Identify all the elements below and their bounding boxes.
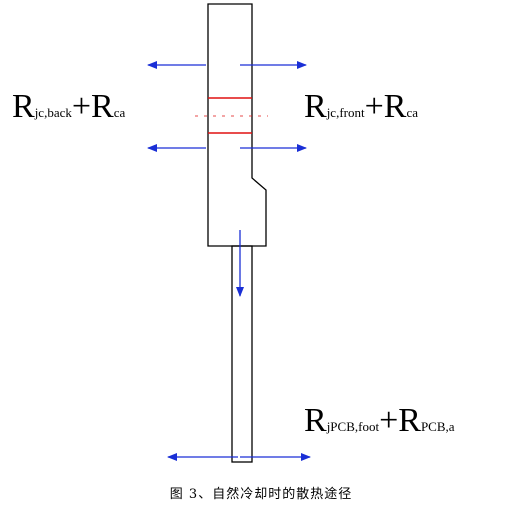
front-sub1: jc,front	[326, 105, 365, 120]
figure-caption: 图 3、自然冷却时的散热途径	[169, 487, 353, 502]
front-path-label: Rjc,front+Rca	[304, 90, 418, 124]
foot-r1: R	[304, 402, 327, 439]
back-path-label: Rjc,back+Rca	[12, 90, 125, 124]
front-r2: R	[383, 88, 407, 125]
front-sub2: ca	[406, 105, 419, 120]
component-lead	[231, 245, 253, 463]
component-body	[207, 3, 267, 247]
back-r1: R	[12, 88, 35, 125]
back-plus: +	[71, 88, 92, 125]
back-r2: R	[91, 88, 114, 125]
back-sub1: jc,back	[34, 105, 72, 120]
back-sub2: ca	[113, 105, 126, 120]
foot-sub2: PCB,a	[420, 419, 455, 434]
foot-path-label: RjPCB,foot+RPCB,a	[304, 404, 455, 438]
front-plus: +	[364, 88, 384, 125]
front-r1: R	[304, 88, 327, 125]
foot-plus: +	[379, 402, 399, 439]
foot-r2: R	[398, 402, 421, 439]
foot-sub1: jPCB,foot	[326, 419, 380, 434]
